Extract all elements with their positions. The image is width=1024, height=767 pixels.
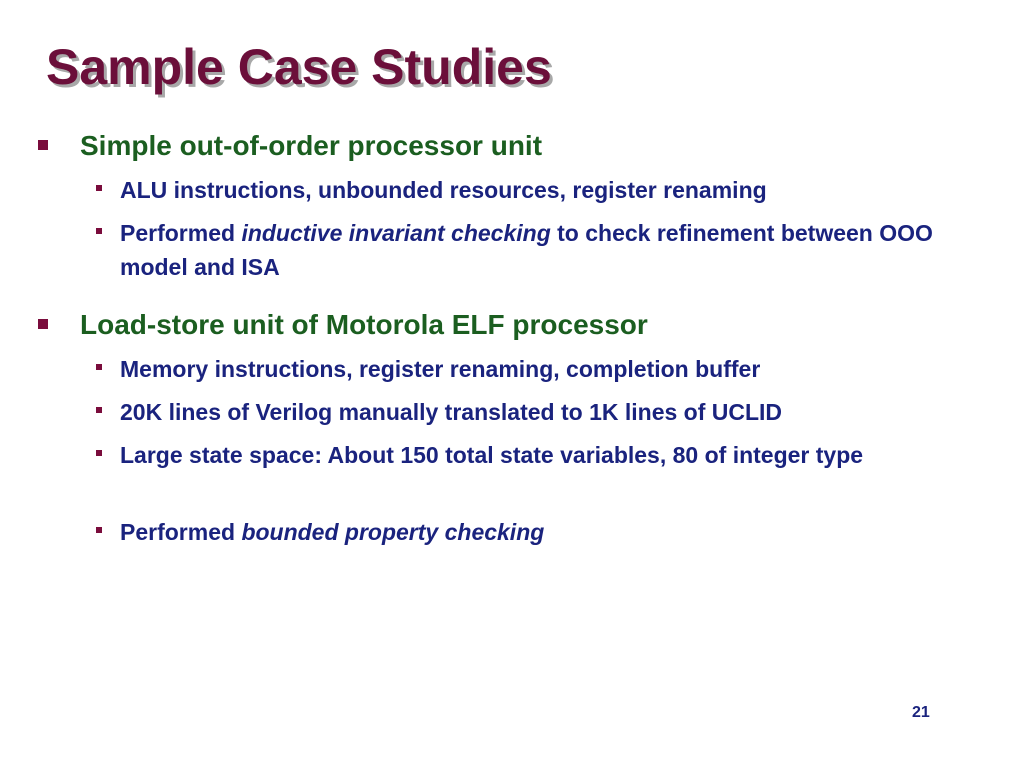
small-square-bullet-icon [96, 407, 102, 413]
bullet-text: ALU instructions, unbounded resources, r… [120, 177, 767, 203]
bullet-text: Large state space: About 150 total state… [120, 442, 864, 468]
bullet-text-pre: Performed [120, 519, 242, 545]
small-square-bullet-icon [96, 228, 102, 234]
slide-title: Sample Case Studies [46, 39, 552, 95]
bullet-text: Memory instructions, register renaming, … [120, 356, 761, 382]
page-number: 21 [912, 704, 930, 721]
small-square-bullet-icon [96, 527, 102, 533]
small-square-bullet-icon [96, 450, 102, 456]
bullet-text: 20K lines of Verilog manually translated… [120, 399, 783, 425]
bullet-text-post: to check refinement between OOO model an… [120, 220, 933, 280]
bullet-text-emphasis: bounded property checking [241, 519, 545, 545]
square-bullet-icon [38, 140, 48, 150]
bullet-level1: Load-store unit of Motorola ELF processo… [0, 307, 1000, 343]
square-bullet-icon [38, 319, 48, 329]
bullet-level1: Simple out-of-order processor unit [0, 128, 1000, 164]
small-square-bullet-icon [96, 364, 102, 370]
bullet-text: Performed inductive invariant checking t… [120, 216, 960, 284]
section-heading: Simple out-of-order processor unit [80, 130, 543, 161]
small-square-bullet-icon [96, 185, 102, 191]
bullet-text: Performed bounded property checking [120, 515, 960, 549]
bullet-text-emphasis: inductive invariant checking [241, 220, 551, 246]
section-heading: Load-store unit of Motorola ELF processo… [80, 309, 648, 340]
bullet-text-pre: Performed [120, 220, 242, 246]
